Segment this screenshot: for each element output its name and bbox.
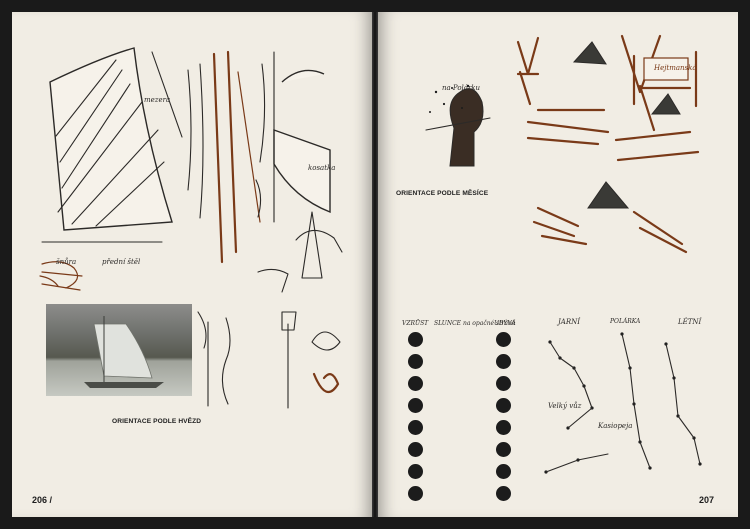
moon-phase-icon	[496, 442, 511, 457]
star-map-label: LÉTNÍ	[678, 318, 701, 326]
page-number: 206 /	[32, 495, 52, 505]
sign-label: Hejtmanská	[654, 64, 697, 72]
tent-drawing	[588, 182, 628, 208]
phase-column-label: VZRŮST	[402, 320, 428, 327]
page-number: 207	[699, 495, 714, 505]
star-map-label: Kasiopeja	[598, 422, 632, 430]
hook-label: přední štěl	[102, 258, 140, 266]
tent-drawing	[574, 42, 606, 64]
moon-phase-icon	[496, 376, 511, 391]
camp-illustrations	[378, 12, 738, 517]
left-page: mezera kosatka šnůra přední štěl ORIENTA…	[12, 12, 372, 517]
star-map-label: POLÁRKA	[610, 318, 640, 325]
moon-phase-icon	[496, 398, 511, 413]
section-heading: ORIENTACE PODLE MĚSÍCE	[396, 190, 488, 197]
moon-phase-icon	[408, 332, 423, 347]
sail-label: kosatka	[308, 164, 335, 172]
tent-drawing	[652, 94, 680, 114]
sailboat-photo	[46, 304, 192, 396]
figure-label: na Polárku	[442, 84, 480, 92]
moon-phase-icon	[496, 486, 511, 501]
section-heading: ORIENTACE PODLE HVĚZD	[112, 418, 201, 425]
moon-phase-icon	[496, 420, 511, 435]
moon-phase-icon	[408, 376, 423, 391]
moon-phase-icon	[408, 442, 423, 457]
moon-phase-icon	[408, 398, 423, 413]
moon-phase-icon	[408, 354, 423, 369]
human-figure	[450, 89, 483, 166]
moon-phase-icon	[408, 486, 423, 501]
moon-phase-icon	[496, 354, 511, 369]
moon-phase-icon	[408, 420, 423, 435]
moon-phase-icon	[496, 332, 511, 347]
sail-label: mezera	[144, 96, 170, 104]
moon-phase-icon	[408, 464, 423, 479]
moon-phase-icon	[496, 464, 511, 479]
right-page: Hejtmanská na Polárku VZRŮST SLUNCE na o…	[378, 12, 738, 517]
star-map-label: JARNÍ	[558, 318, 580, 326]
triangular-sail-drawing	[50, 48, 172, 230]
star-map-label: Velký vůz	[548, 402, 581, 410]
knot-label: šnůra	[56, 258, 76, 266]
phase-column-label: UBÝVÁ	[494, 320, 516, 327]
